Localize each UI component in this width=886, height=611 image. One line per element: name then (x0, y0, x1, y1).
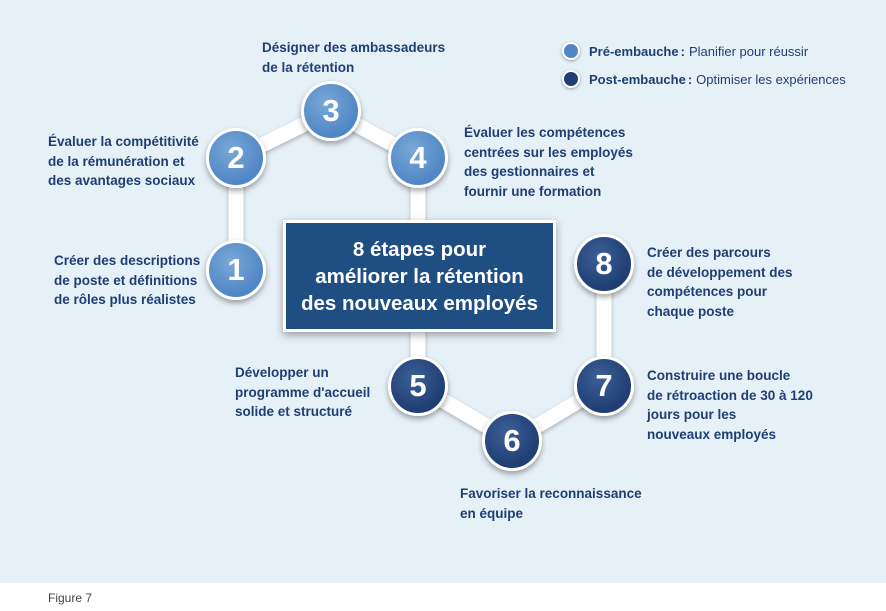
step-3-node: 3 (301, 81, 361, 141)
legend-separator: : (680, 43, 685, 59)
step-8-node: 8 (574, 234, 634, 294)
step-2-label: Évaluer la compétitivité de la rémunérat… (48, 134, 199, 188)
figure-caption: Figure 7 (48, 591, 93, 605)
center-title-box: 8 étapes pour améliorer la rétention des… (283, 220, 556, 332)
step-7-node: 7 (574, 356, 634, 416)
legend-pre-hire-text: Planifier pour réussir (688, 43, 809, 59)
step-7-label: Construire une boucle de rétroaction de … (647, 368, 813, 442)
legend-pre-hire: Pré-embauche : Planifier pour réussir (562, 42, 808, 60)
step-5-node: 5 (388, 356, 448, 416)
diagram-panel: 8 étapes pour améliorer la rétention des… (0, 0, 886, 583)
pre-hire-legend-dot (562, 42, 580, 60)
legend-post-hire-text: Optimiser les expériences (696, 71, 846, 87)
step-5-label: Développer un programme d'accueil solide… (235, 365, 371, 419)
step-4-node: 4 (388, 128, 448, 188)
post-hire-legend-dot (562, 70, 580, 88)
step-1-node: 1 (206, 240, 266, 300)
legend-pre-hire-key: Pré-embauche (589, 43, 679, 59)
legend-post-hire-key: Post-embauche (589, 71, 686, 87)
step-6-label: Favoriser la reconnaissance en équipe (460, 486, 642, 521)
step-6-node: 6 (482, 411, 542, 471)
step-2-node: 2 (206, 128, 266, 188)
step-4-label: Évaluer les compétences centrées sur les… (464, 125, 633, 199)
step-3-label: Désigner des ambassadeurs de la rétentio… (262, 40, 446, 75)
step-8-label: Créer des parcours de développement des … (647, 245, 793, 319)
legend-separator: : (687, 71, 693, 87)
step-1-label: Créer des descriptions de poste et défin… (54, 253, 201, 307)
legend-post-hire: Post-embauche : Optimiser les expérience… (562, 70, 846, 88)
